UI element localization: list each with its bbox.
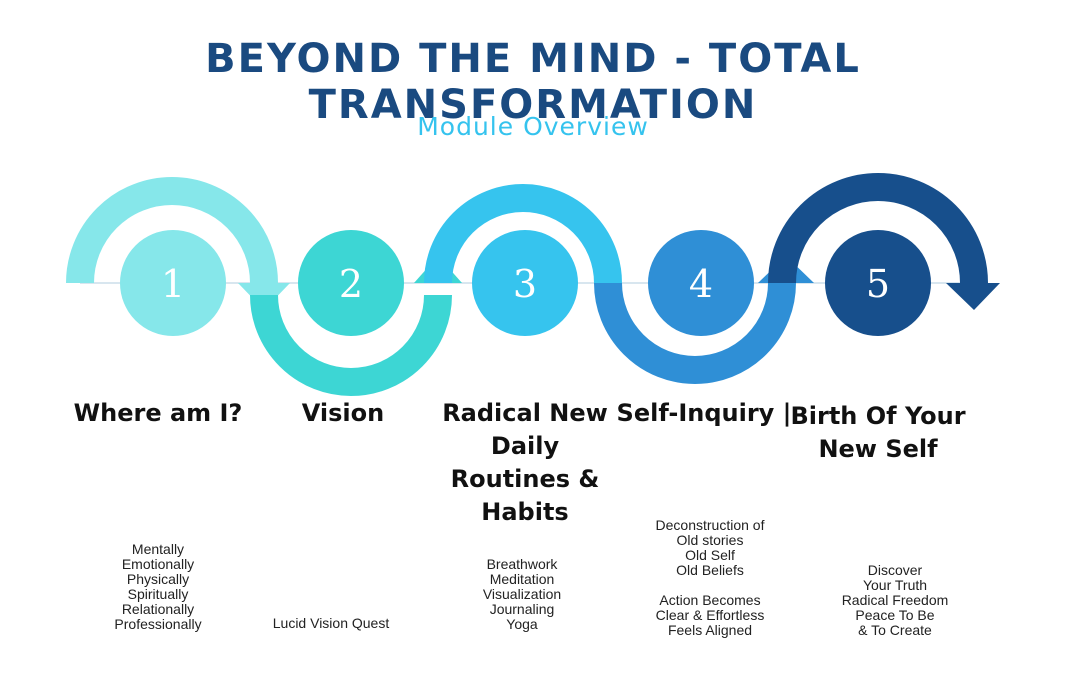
step-title-5: Birth Of Your New Self — [790, 402, 966, 463]
page-subtitle: Module Overview — [417, 112, 649, 141]
step-title-3: Radical New Daily Routines & Habits — [442, 399, 608, 526]
step-circle-3: 3 — [472, 230, 578, 336]
arc-2 — [250, 294, 452, 396]
step-title-4: Self-Inquiry | — [616, 399, 792, 427]
page-title: BEYOND THE MIND - TOTAL TRANSFORMATION — [205, 36, 861, 128]
arc-4 — [594, 282, 796, 384]
svg-text:3: 3 — [513, 262, 537, 306]
arc-5 — [768, 173, 988, 284]
step-circle-4: 4 — [648, 230, 754, 336]
arc-3 — [424, 184, 622, 284]
step-title-1: Where am I? — [73, 399, 243, 427]
svg-text:1: 1 — [161, 262, 185, 306]
svg-text:2: 2 — [339, 262, 363, 306]
step-circle-2: 2 — [298, 230, 404, 336]
svg-text:5: 5 — [866, 262, 890, 306]
step-circle-1: 1 — [120, 230, 226, 336]
arc-1 — [66, 177, 278, 284]
step-circle-5: 5 — [825, 230, 931, 336]
step-desc-2: Lucid Vision Quest — [272, 615, 390, 631]
arrow-5 — [946, 283, 1000, 310]
svg-text:4: 4 — [689, 262, 713, 306]
step-title-2: Vision — [301, 399, 385, 427]
